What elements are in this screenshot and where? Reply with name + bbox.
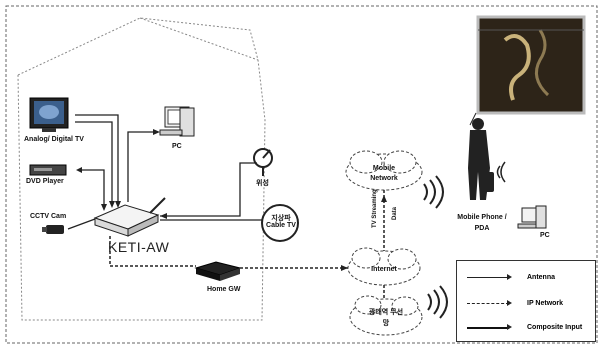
legend-item-composite: Composite Input — [457, 321, 595, 335]
legend-line-solid — [467, 277, 509, 278]
mobile-network-label: Mobile Network — [362, 164, 406, 184]
arrow-right-icon — [507, 274, 512, 280]
legend-label: Antenna — [527, 274, 555, 281]
cctv-camera-icon — [42, 225, 64, 234]
tv-icon — [30, 98, 68, 132]
home-gateway-icon — [196, 262, 240, 281]
analog-tv-label: Analog/ Digital TV — [24, 136, 84, 143]
legend: Antenna IP Network Composite Input — [456, 260, 596, 342]
legend-label: IP Network — [527, 300, 563, 307]
arrow-right-icon — [507, 324, 512, 330]
dvd-player-label: DVD Player — [26, 178, 64, 185]
phone-screen-image — [470, 17, 584, 125]
legend-line-dashed — [467, 303, 509, 304]
pc-remote-icon — [518, 206, 546, 228]
pc-remote-label: PC — [540, 232, 550, 239]
link-arrowheads — [76, 129, 167, 219]
home-gw-label: Home GW — [207, 286, 240, 293]
cctv-cam-label: CCTV Cam — [30, 213, 66, 220]
wave-icon-wireless — [428, 286, 447, 318]
legend-item-antenna: Antenna — [457, 271, 595, 285]
mobile-phone-icon — [484, 172, 494, 192]
dvd-player-icon — [30, 165, 66, 175]
pc-home-icon — [160, 107, 194, 136]
legend-line-thick — [467, 327, 509, 329]
gateway-label: KETI-AW — [108, 240, 169, 254]
arrow-right-icon — [507, 300, 512, 306]
satellite-label: 위성 — [256, 180, 269, 187]
legend-label: Composite Input — [527, 324, 582, 331]
internet-label: Internet — [364, 266, 404, 273]
mobile-phone-label: Mobile Phone / PDA — [452, 212, 512, 234]
data-label: Data — [392, 207, 398, 220]
legend-item-ip-network: IP Network — [457, 297, 595, 311]
broadcast-cable-label: 지상파 Cable TV — [266, 215, 296, 229]
wireless-label: 광대역 무선망 — [368, 308, 404, 329]
gateway-device-icon — [95, 198, 165, 236]
tv-streaming-label: TV Streaming — [372, 189, 378, 228]
wave-icon-phone — [498, 162, 506, 182]
pc-home-label: PC — [172, 143, 182, 150]
wave-icon-mobile — [424, 176, 443, 208]
